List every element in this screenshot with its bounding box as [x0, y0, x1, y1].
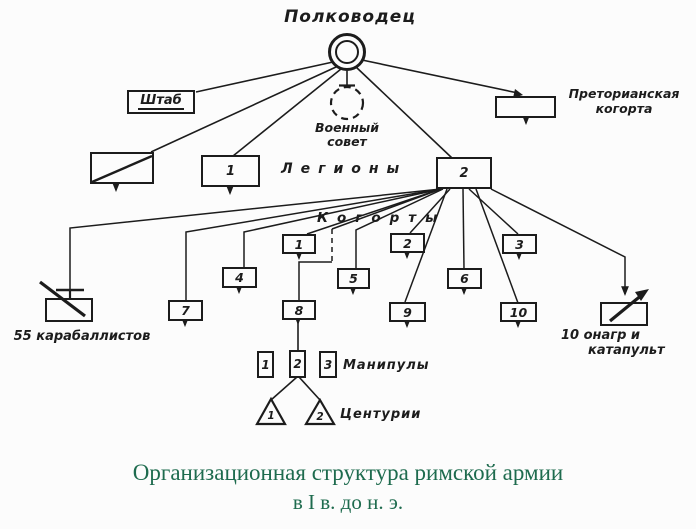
- caption-line2: в I в. до н. э.: [292, 490, 404, 514]
- cohort-box-5: 5: [337, 268, 370, 289]
- commander-outer-circle: [328, 33, 366, 71]
- cohort-6-number: 6: [460, 271, 469, 286]
- cohort-4-number: 4: [235, 270, 244, 285]
- ballista-unit-box: [45, 298, 93, 322]
- caption-line1: Организационная структура римской армии: [132, 460, 564, 485]
- ballista-unit-label: 55 карабаллистов: [13, 329, 151, 344]
- legion-2-box: 2: [436, 157, 492, 189]
- legion-auxiliary-box: [90, 152, 154, 184]
- catapult-unit-line1: 10 онагр и: [561, 328, 641, 343]
- catapult-unit-box: [600, 302, 648, 326]
- cohort-box-6: 6: [447, 268, 482, 289]
- cohorts-label: Когорты: [317, 210, 447, 226]
- maniple-box-1: 1: [257, 351, 274, 378]
- centuries-label: Центурии: [340, 407, 422, 422]
- war-council-line1: Военный: [315, 120, 379, 135]
- figure-caption: Организационная структура римской армии …: [0, 458, 696, 516]
- war-council-line2: совет: [327, 134, 367, 149]
- war-council-label: Военный совет: [293, 121, 401, 149]
- praetorian-cohort-label: Преторианская когорта: [556, 86, 692, 116]
- cohort-box-9: 9: [389, 302, 426, 322]
- cohort-8-number: 8: [294, 302, 304, 318]
- catapult-unit-line2: катапульт: [588, 343, 665, 358]
- legion-2-number: 2: [459, 165, 469, 181]
- cohort-9-number: 9: [403, 304, 412, 320]
- praetorian-line2: когорта: [595, 100, 653, 116]
- war-council-dashed-circle: [329, 85, 365, 121]
- cohort-box-10: 10: [500, 302, 537, 322]
- commander-inner-circle: [335, 40, 359, 64]
- cohort-box-2: 2: [390, 233, 425, 253]
- maniple-1-number: 1: [261, 357, 270, 372]
- staff-box: Штаб: [127, 90, 195, 114]
- praetorian-cohort-box: [495, 96, 556, 118]
- staff-label: Штаб: [138, 93, 184, 110]
- legion-1-box: 1: [201, 155, 260, 187]
- maniple-2-number: 2: [293, 357, 302, 371]
- maniples-label: Манипулы: [343, 358, 430, 373]
- cohort-box-7: 7: [168, 300, 203, 321]
- maniple-box-2: 2: [289, 350, 306, 378]
- cohort-1-number: 1: [294, 236, 304, 252]
- cohort-box-4: 4: [222, 267, 257, 288]
- century-2-number: 2: [316, 411, 324, 423]
- legion-1-number: 1: [225, 163, 236, 179]
- cohort-2-number: 2: [403, 235, 412, 251]
- cohort-box-8: 8: [282, 300, 316, 320]
- maniple-3-number: 3: [323, 357, 333, 372]
- praetorian-line1: Преторианская: [568, 86, 680, 101]
- cohort-box-3: 3: [502, 234, 537, 254]
- cohort-5-number: 5: [349, 271, 358, 286]
- cohort-box-1: 1: [282, 234, 316, 254]
- cohort-3-number: 3: [515, 236, 524, 252]
- legions-label: Легионы: [281, 161, 408, 177]
- cohort-10-number: 10: [509, 304, 528, 320]
- century-1-number: 1: [267, 410, 275, 422]
- maniple-box-3: 3: [319, 351, 337, 378]
- commander-label: Полководец: [284, 7, 416, 27]
- cohort-7-number: 7: [181, 303, 190, 318]
